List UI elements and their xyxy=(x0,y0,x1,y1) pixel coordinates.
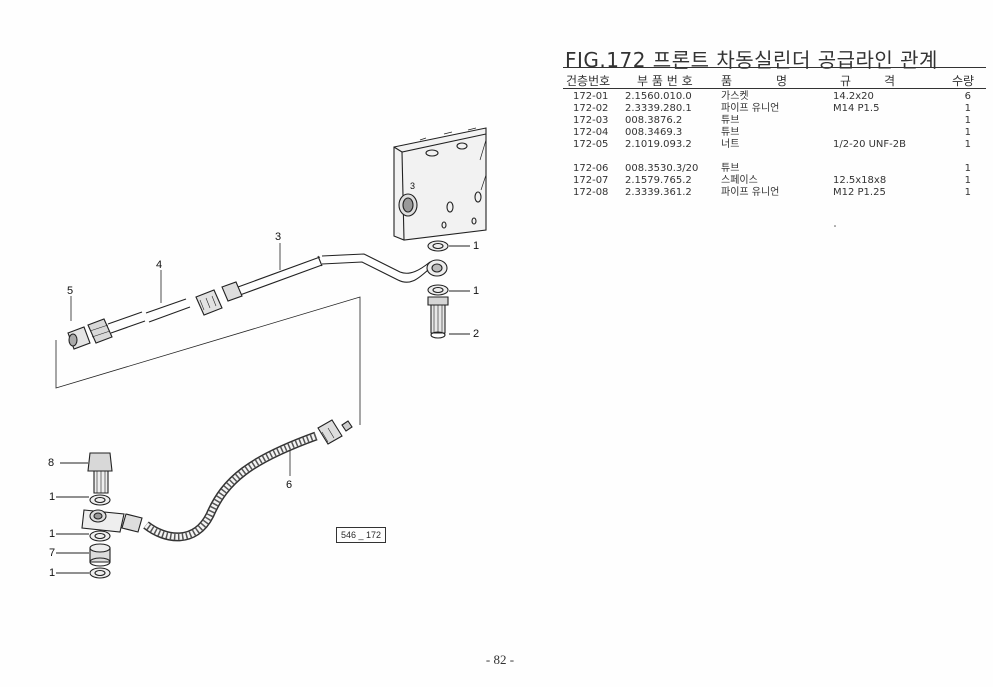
header-underline xyxy=(563,88,986,89)
cell-item-no: 172-04 xyxy=(573,127,609,138)
cell-name: 파이프 유니언 xyxy=(721,103,780,114)
braided-hose-assembly xyxy=(81,419,353,542)
cell-part-no: 008.3876.2 xyxy=(625,115,683,126)
table-row: 172-06 008.3530.3/20 튜브 1 xyxy=(563,163,973,175)
cell-name: 스페이스 xyxy=(721,175,758,186)
table-row: 172-04 008.3469.3 튜브 1 xyxy=(563,127,973,139)
header-name-first: 품 xyxy=(721,74,733,88)
banjo-bolt xyxy=(60,452,113,494)
gasket-upper xyxy=(427,240,470,252)
cell-name: 파이프 유니언 xyxy=(721,187,780,198)
cell-qty: 1 xyxy=(964,187,971,198)
table-row: 172-02 2.3339.280.1 파이프 유니언 M14 P1.5 1 xyxy=(563,103,973,115)
cell-name: 튜브 xyxy=(721,115,740,126)
upper-tube-assembly xyxy=(67,253,448,350)
block-port-mark: 3 xyxy=(410,181,416,191)
gasket-lower-2 xyxy=(56,530,111,542)
cell-spec: 12.5x18x8 xyxy=(833,175,887,186)
figure-reference-box: 546 _ 172 xyxy=(336,527,386,543)
header-quantity: 수량 xyxy=(952,74,975,88)
callout-tube-4: 4 xyxy=(156,259,163,271)
cell-spec: M12 P1.25 xyxy=(833,187,886,198)
callout-hose-6: 6 xyxy=(286,479,293,491)
cell-qty: 1 xyxy=(964,103,971,114)
callout-nut-5: 5 xyxy=(67,285,74,297)
cell-name: 튜브 xyxy=(721,127,740,138)
gasket-middle xyxy=(427,284,470,296)
cell-qty: 6 xyxy=(964,91,971,102)
callout-tube-3: 3 xyxy=(275,231,282,243)
cell-qty: 1 xyxy=(964,139,971,150)
table-row: 172-05 2.1019.093.2 너트 1/2-20 UNF-2B 1 xyxy=(563,139,973,151)
callout-gasket-lower-2: 1 xyxy=(49,528,56,540)
figure-title: FIG.172 프론트 차동실린더 공급라인 관계 xyxy=(565,48,938,72)
callout-gasket-middle: 1 xyxy=(473,285,480,297)
cell-part-no: 2.1579.765.2 xyxy=(625,175,692,186)
callout-union-bolt: 2 xyxy=(473,328,480,340)
cell-item-no: 172-05 xyxy=(573,139,609,150)
cell-item-no: 172-06 xyxy=(573,163,609,174)
cell-part-no: 2.1019.093.2 xyxy=(625,139,692,150)
header-name-second: 명 xyxy=(776,74,788,88)
cell-part-no: 2.1560.010.0 xyxy=(625,91,692,102)
table-row: 172-08 2.3339.361.2 파이프 유니언 M12 P1.25 1 xyxy=(563,187,973,199)
callout-gasket-lower-3: 1 xyxy=(49,567,56,579)
cell-item-no: 172-02 xyxy=(573,103,609,114)
table-row: 172-07 2.1579.765.2 스페이스 12.5x18x8 1 xyxy=(563,175,973,187)
cell-item-no: 172-01 xyxy=(573,91,609,102)
cell-qty: 1 xyxy=(964,163,971,174)
pipe-union-bolt xyxy=(427,296,470,339)
table-row: 172-01 2.1560.010.0 가스켓 14.2x20 6 xyxy=(563,91,973,103)
header-spec-first: 규 xyxy=(840,74,852,88)
callout-bolt-8: 8 xyxy=(48,457,55,469)
page-number: - 82 - xyxy=(485,652,515,667)
cell-qty: 1 xyxy=(964,127,971,138)
table-row: 172-03 008.3876.2 튜브 1 xyxy=(563,115,973,127)
header-spec-second: 격 xyxy=(884,74,896,88)
cell-part-no: 2.3339.280.1 xyxy=(625,103,692,114)
header-part-no: 부 품 번 호 xyxy=(637,74,693,88)
gasket-lower-3 xyxy=(56,567,111,579)
cell-item-no: 172-07 xyxy=(573,175,609,186)
cell-name: 튜브 xyxy=(721,163,740,174)
cell-part-no: 008.3530.3/20 xyxy=(625,163,699,174)
cell-spec: M14 P1.5 xyxy=(833,103,880,114)
cell-qty: 1 xyxy=(964,175,971,186)
cell-qty: 1 xyxy=(964,115,971,126)
cell-part-no: 008.3469.3 xyxy=(625,127,683,138)
callout-gasket-upper: 1 xyxy=(473,240,480,252)
cell-spec: 14.2x20 xyxy=(833,91,874,102)
callout-gasket-lower-1: 1 xyxy=(49,491,56,503)
cell-name: 너트 xyxy=(721,139,740,150)
spacer xyxy=(56,543,111,567)
assembly-guide-lines xyxy=(55,296,361,425)
gasket-lower-1 xyxy=(56,494,111,506)
cell-item-no: 172-03 xyxy=(573,115,609,126)
cell-part-no: 2.3339.361.2 xyxy=(625,187,692,198)
cell-item-no: 172-08 xyxy=(573,187,609,198)
valve-block xyxy=(393,127,487,241)
callout-spacer-7: 7 xyxy=(49,547,56,559)
header-item-no: 건층번호 xyxy=(566,74,611,88)
callout-leaders xyxy=(70,243,291,476)
cell-name: 가스켓 xyxy=(721,91,749,102)
title-underline xyxy=(563,67,986,68)
cell-spec: 1/2-20 UNF-2B xyxy=(833,139,906,150)
